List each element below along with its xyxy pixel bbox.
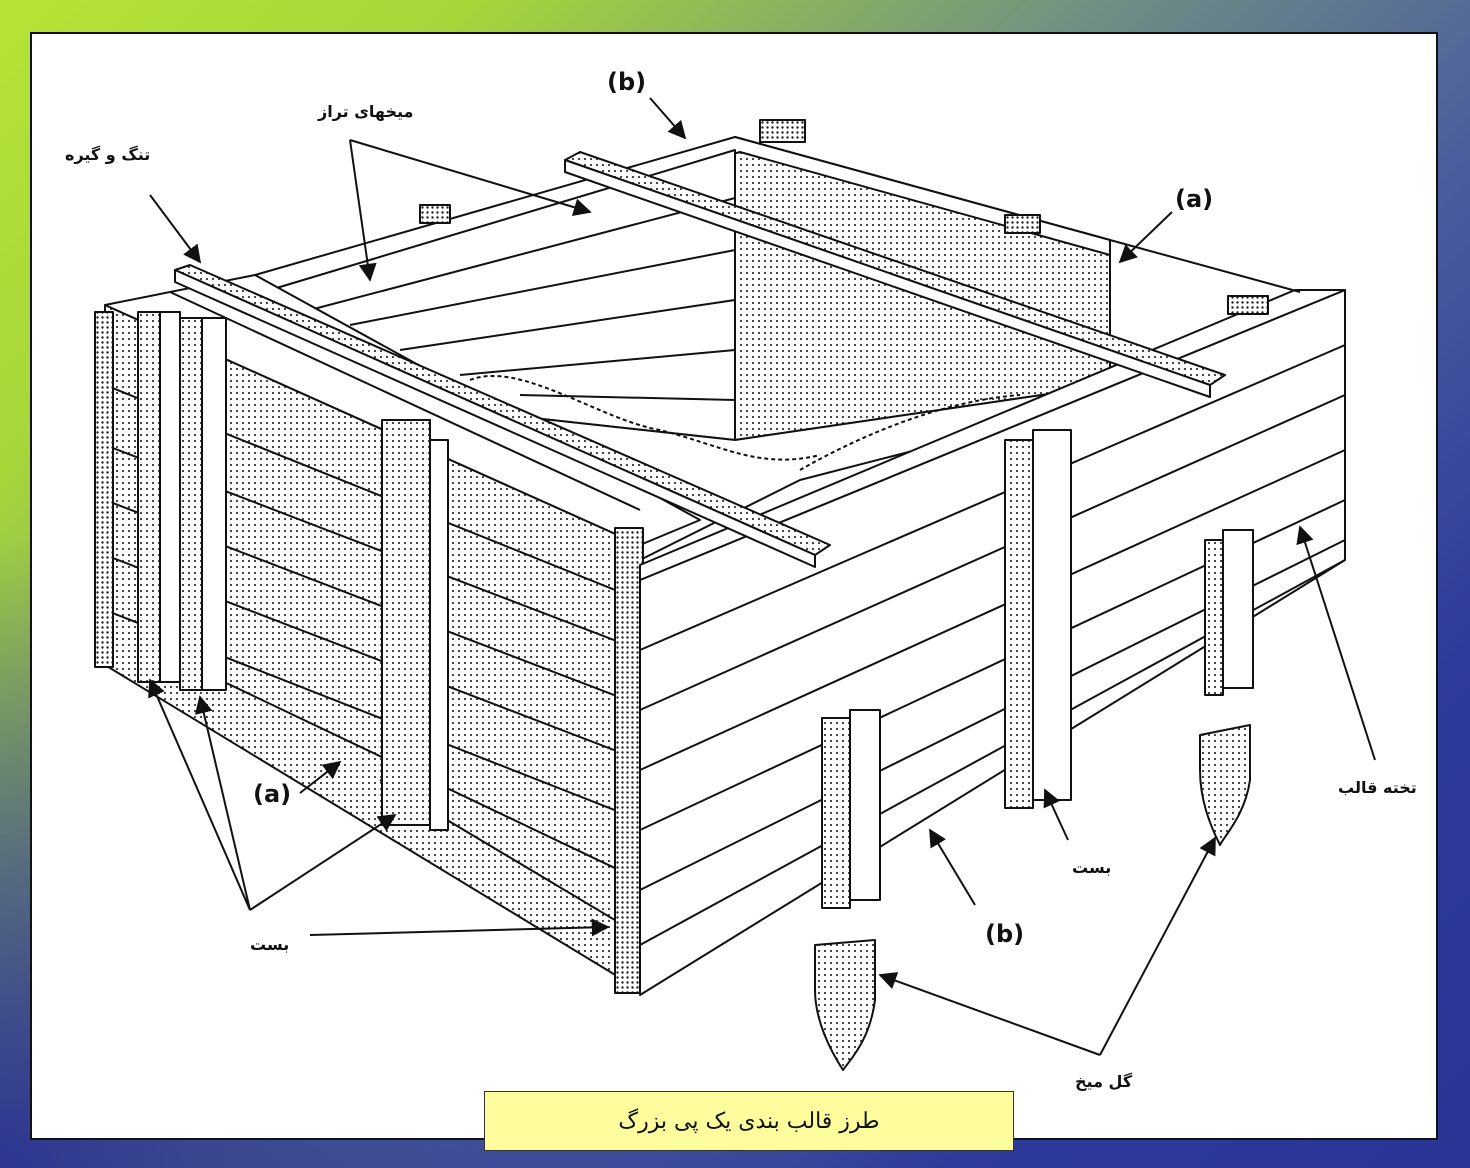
caption-box: طرز قالب بندی یک پی بزرگ	[484, 1091, 1014, 1151]
label-wedge-nail: گل میخ	[1075, 1072, 1133, 1091]
stake-front-lower	[821, 717, 851, 909]
label-bast-left: بست	[250, 935, 290, 954]
label-clamp: تنگ و گیره	[65, 145, 151, 164]
corner-post-far-left	[94, 311, 114, 668]
label-bast-mid: بست	[1072, 858, 1112, 877]
label-b-top: (b)	[607, 68, 647, 96]
label-b-bottom: (b)	[985, 920, 1025, 948]
stake-left-2	[179, 317, 203, 691]
stake-right-1	[1004, 439, 1034, 809]
corner-post-front	[614, 527, 644, 994]
label-a-left: (a)	[253, 780, 292, 808]
stake-right-2	[1204, 539, 1224, 696]
stake-left-1	[137, 311, 161, 683]
label-form-board: تخته قالب	[1338, 778, 1417, 797]
stake-left-mid	[381, 419, 431, 826]
label-level-nails: میخهای تراز	[318, 102, 414, 121]
wedge-stake-1	[814, 939, 876, 1071]
caption-text: طرز قالب بندی یک پی بزرگ	[618, 1108, 880, 1134]
wedge-stake-2	[1199, 724, 1251, 846]
label-a-top-right: (a)	[1175, 185, 1214, 213]
